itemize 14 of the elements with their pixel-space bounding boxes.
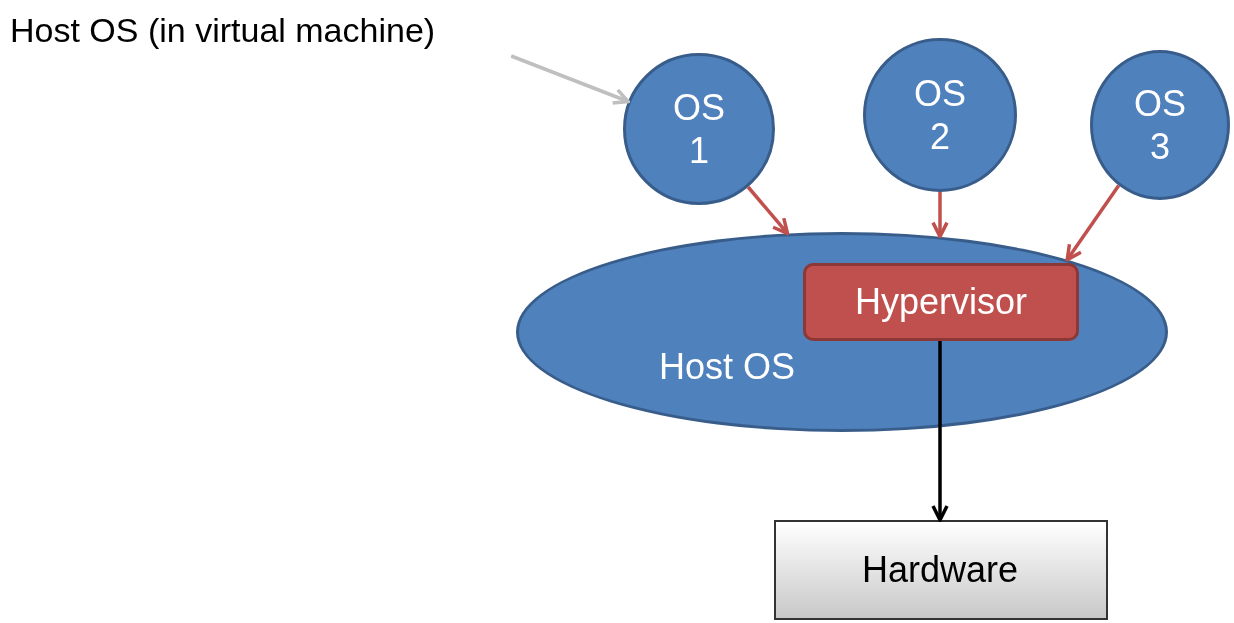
hardware-box <box>774 520 1108 620</box>
node-label: Hypervisor <box>853 280 1028 324</box>
annotation-text: Host OS (in virtual machine) <box>10 10 436 51</box>
node-label: OS 3 <box>1133 81 1187 169</box>
arrow <box>931 341 949 522</box>
node-label: Host OS <box>657 345 796 389</box>
node-label: Hardware <box>860 548 1020 592</box>
node-label: OS 2 <box>913 71 967 159</box>
hypervisor-box <box>803 263 1079 341</box>
arrow <box>931 192 949 239</box>
arrow <box>1065 184 1121 262</box>
leader-arrow <box>510 54 630 105</box>
node-label: OS 1 <box>672 85 726 173</box>
arrow <box>746 185 790 236</box>
